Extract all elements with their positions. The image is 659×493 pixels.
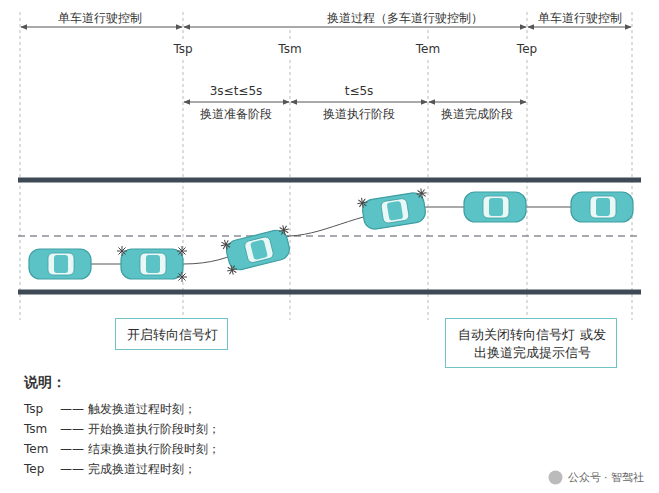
legend-note: Tsp xyxy=(22,402,45,417)
timeline-label: 换道执行阶段 xyxy=(321,107,397,122)
legend-note: 说明： xyxy=(22,375,68,390)
dimension-lines xyxy=(21,27,631,102)
cars xyxy=(29,188,633,282)
callout-box: 开启转向信号灯 xyxy=(115,318,228,350)
time-guides xyxy=(20,12,632,320)
timeline-label: 单车道行驶控制 xyxy=(56,11,144,26)
timeline-label: 单车道行驶控制 xyxy=(536,11,624,26)
car xyxy=(357,188,431,232)
legend-note: Tsm xyxy=(22,422,49,437)
callout-box: 自动关闭转向信号灯 或发出换道完成提示信号 xyxy=(445,318,617,368)
timeline-label: Tsp xyxy=(171,42,194,57)
legend-note: —— 开始换道执行阶段时刻； xyxy=(58,422,222,437)
legend-note: Tep xyxy=(22,462,46,477)
timeline-label: Tsm xyxy=(276,42,303,57)
car xyxy=(571,192,633,222)
legend-note: —— 结束换道执行阶段时刻； xyxy=(58,442,222,457)
car xyxy=(117,246,187,282)
trajectory xyxy=(30,207,632,264)
watermark-icon xyxy=(549,471,563,485)
legend-note: —— 触发换道过程时刻； xyxy=(58,402,198,417)
timeline-label: 换道完成阶段 xyxy=(439,107,515,122)
box-text: 开启转向信号灯 xyxy=(127,326,216,344)
car xyxy=(464,192,526,222)
timeline-label: t≤5s xyxy=(343,84,376,99)
timeline-label: Tep xyxy=(515,42,539,57)
car xyxy=(29,249,91,279)
timeline-label: 换道过程（多车道行驶控制） xyxy=(325,11,485,26)
legend-note: —— 完成换道过程时刻； xyxy=(58,462,198,477)
timeline-label: 3s≤t≤5s xyxy=(208,84,265,99)
box-text: 自动关闭转向信号灯 或发出换道完成提示信号 xyxy=(457,326,607,362)
car xyxy=(220,224,297,276)
watermark: 公众号 · 智驾社 xyxy=(566,470,647,485)
road xyxy=(18,180,641,292)
legend-note: Tem xyxy=(22,442,50,457)
timeline-label: 换道准备阶段 xyxy=(198,107,274,122)
timeline-label: Tem xyxy=(414,42,442,57)
